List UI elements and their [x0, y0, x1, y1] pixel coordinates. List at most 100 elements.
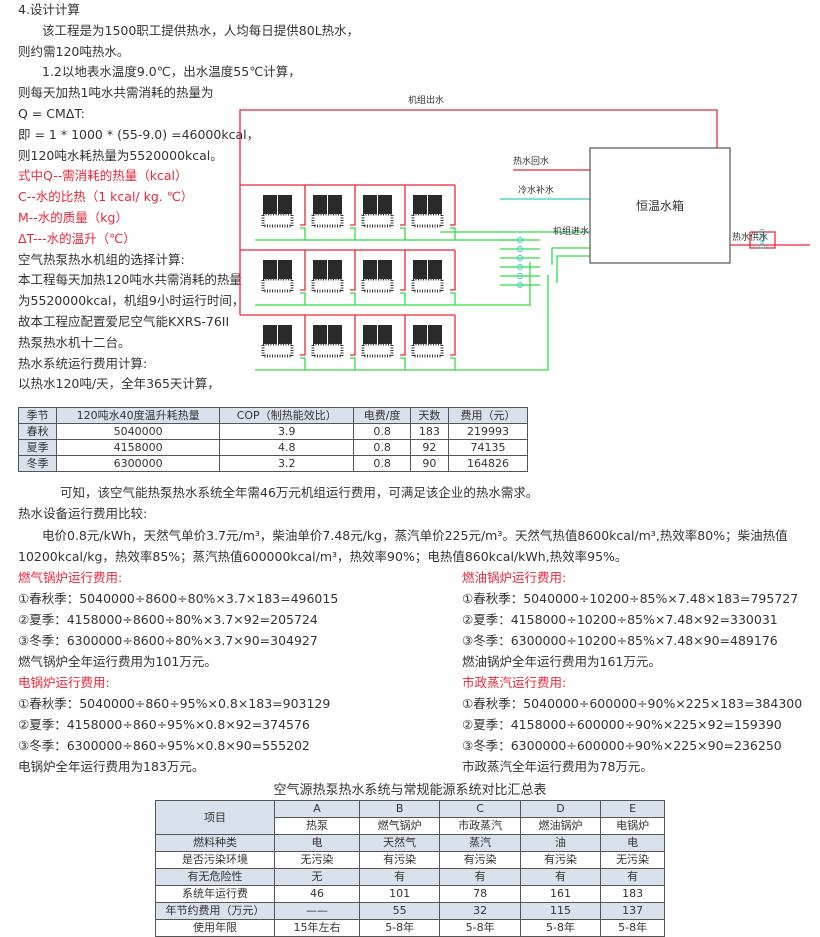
text-line: 1.2以地表水温度9.0℃，出水温度55℃计算，: [42, 64, 301, 80]
outlet-label: 机组出水: [408, 94, 444, 106]
letter-header: C: [439, 800, 521, 818]
elec-line: ③冬季：6300000÷860÷95%×0.8×90=555202: [18, 738, 310, 753]
inlet-pipe: [556, 255, 590, 283]
column-header: COP（制热能效比）: [219, 407, 355, 424]
unit-green-pipe: [450, 357, 456, 370]
table-cell: 有: [519, 868, 602, 886]
column-header: 天数: [409, 407, 450, 424]
text-line: 热泵热水机十二台。: [18, 334, 131, 350]
heat-pump-unit-icon: [261, 195, 294, 228]
heat-pump-unit-icon: [311, 260, 344, 293]
table-cell: 使用年限: [155, 919, 275, 937]
table-row: 是否污染环境无污染有污染有污染有污染无污染: [155, 851, 665, 869]
heat-pump-unit-icon: [361, 195, 394, 228]
table-cell: 164826: [448, 455, 528, 472]
valve-icon: [517, 255, 523, 261]
valve-icon: [517, 282, 523, 288]
unit-red-pipe: [350, 315, 356, 356]
table-cell: 219993: [448, 423, 528, 440]
unit-green-pipe: [400, 357, 406, 370]
text-line: 4.设计计算: [18, 2, 80, 17]
inlet-label: 机组进水: [553, 225, 589, 237]
heat-pump-unit-icon: [411, 260, 444, 293]
valve-icon: [517, 273, 523, 279]
compare-title: 热水设备运行费用比较:: [18, 506, 148, 521]
steam-total: 市政蒸汽全年运行费用为78万元。: [462, 759, 653, 774]
table-cell: 92: [409, 439, 450, 456]
valve-icon: [759, 243, 765, 249]
table-cell: 90: [409, 455, 450, 472]
unit-green-pipe: [350, 292, 356, 305]
table-cell: 6300000: [56, 455, 221, 472]
valve-icon: [517, 264, 523, 270]
table-cell: 有: [439, 868, 521, 886]
unit-red-pipe: [300, 250, 306, 291]
unit-red-pipe: [350, 185, 356, 226]
outlet-pipe: [239, 109, 718, 185]
valve-icon: [517, 237, 523, 243]
table-cell: 74135: [448, 439, 528, 456]
oil-line: ①春秋季：5040000÷10200÷85%×7.48×183=795727: [462, 591, 799, 606]
text-line: 为5520000kcal，机组9小时运行时间，: [18, 293, 245, 309]
table-cell: 0.8: [353, 455, 411, 472]
oil-line: ③冬季：6300000÷10200÷85%×7.48×90=489176: [462, 633, 778, 648]
table-cell: 无污染: [274, 851, 360, 869]
conclusion: 可知，该空气能热泵热水系统全年需46万元机组运行费用，可满足该企业的热水需求。: [60, 485, 539, 500]
table-row: 燃料种类电天然气蒸汽油电: [155, 834, 665, 852]
table-row: 有无危险性无有有有有: [155, 868, 665, 886]
unit-red-pipe: [400, 315, 406, 356]
text-line: C--水的比热（1 kcal/ kg. ℃）: [18, 189, 194, 205]
table-cell: 电: [274, 834, 360, 852]
heat-pump-unit-icon: [311, 195, 344, 228]
return-label: 热水回水: [513, 155, 549, 167]
text-line: 热水系统运行费用计算:: [18, 355, 148, 371]
table-cell: 101: [358, 885, 441, 903]
unit-red-pipe: [350, 250, 356, 291]
gas-total: 燃气锅炉全年运行费用为101万元。: [18, 654, 217, 669]
text-line: 故本工程应配置爱尼空气能KXRS-76II: [18, 314, 230, 329]
column-header: 120吨水40度温升耗热量: [56, 407, 221, 424]
supply-manifold: [749, 231, 776, 249]
elec-line: ②夏季：4158000÷860÷95%×0.8×92=374576: [18, 717, 310, 732]
unit-green-pipe: [300, 227, 306, 240]
heat-pump-unit-icon: [411, 325, 444, 358]
unit-red-pipe: [450, 315, 456, 356]
text-line: 则每天加热1吨水共需消耗的热量为: [18, 85, 214, 101]
table-cell: 0.8: [353, 439, 411, 456]
table-cell: 有污染: [358, 851, 441, 869]
letter-header: B: [358, 800, 441, 818]
unit-green-pipe: [450, 227, 456, 240]
oil-line: ②夏季：4158000÷10200÷85%×7.48×92=330031: [462, 612, 778, 627]
valve-icon: [759, 229, 765, 235]
table-cell: 夏季: [17, 439, 58, 456]
letter-header: A: [274, 800, 360, 818]
table-cell: 115: [519, 902, 602, 920]
left-cost-column: 燃气锅炉运行费用:①春秋季：5040000÷8600÷80%×3.7×183=4…: [18, 567, 398, 777]
letter-header: D: [519, 800, 602, 818]
right-cost-column: 燃油锅炉运行费用: ①春秋季：5040000÷10200÷85%×7.48×183…: [462, 567, 820, 777]
column-header: 电费/度: [353, 407, 411, 424]
oil-title: 燃油锅炉运行费用:: [462, 570, 567, 585]
prices-line-1: 电价0.8元/kWh，天然气单价3.7元/m³，柴油单价7.48元/kg，蒸汽单…: [42, 528, 788, 543]
makeup-label: 冷水补水: [518, 184, 554, 196]
heat-pump-unit-icon: [361, 260, 394, 293]
text-line: 该工程是为1500职工提供热水，人均每日提供80L热水，: [42, 22, 360, 38]
system-header: 市政蒸汽: [439, 817, 521, 835]
text-line: ΔT---水的温升（℃）: [18, 230, 136, 246]
system-header: 燃油锅炉: [519, 817, 602, 835]
system-diagram: 恒温水箱 机组出水 热水回水 冷水补水 机组进水 热水供水: [239, 94, 810, 371]
table-cell: 冬季: [17, 455, 58, 472]
table-cell: 年节约费用（万元）: [155, 902, 275, 920]
row-green-pipe: [255, 275, 549, 371]
table-cell: 天然气: [358, 834, 441, 852]
table-cell: 183: [409, 423, 450, 440]
unit-green-pipe: [350, 227, 356, 240]
heat-pump-unit-icon: [361, 325, 394, 358]
system-header: 电锅炉: [600, 817, 665, 835]
table-cell: 蒸汽: [439, 834, 521, 852]
table-cell: 5-8年: [600, 919, 665, 937]
unit-green-pipe: [450, 292, 456, 305]
